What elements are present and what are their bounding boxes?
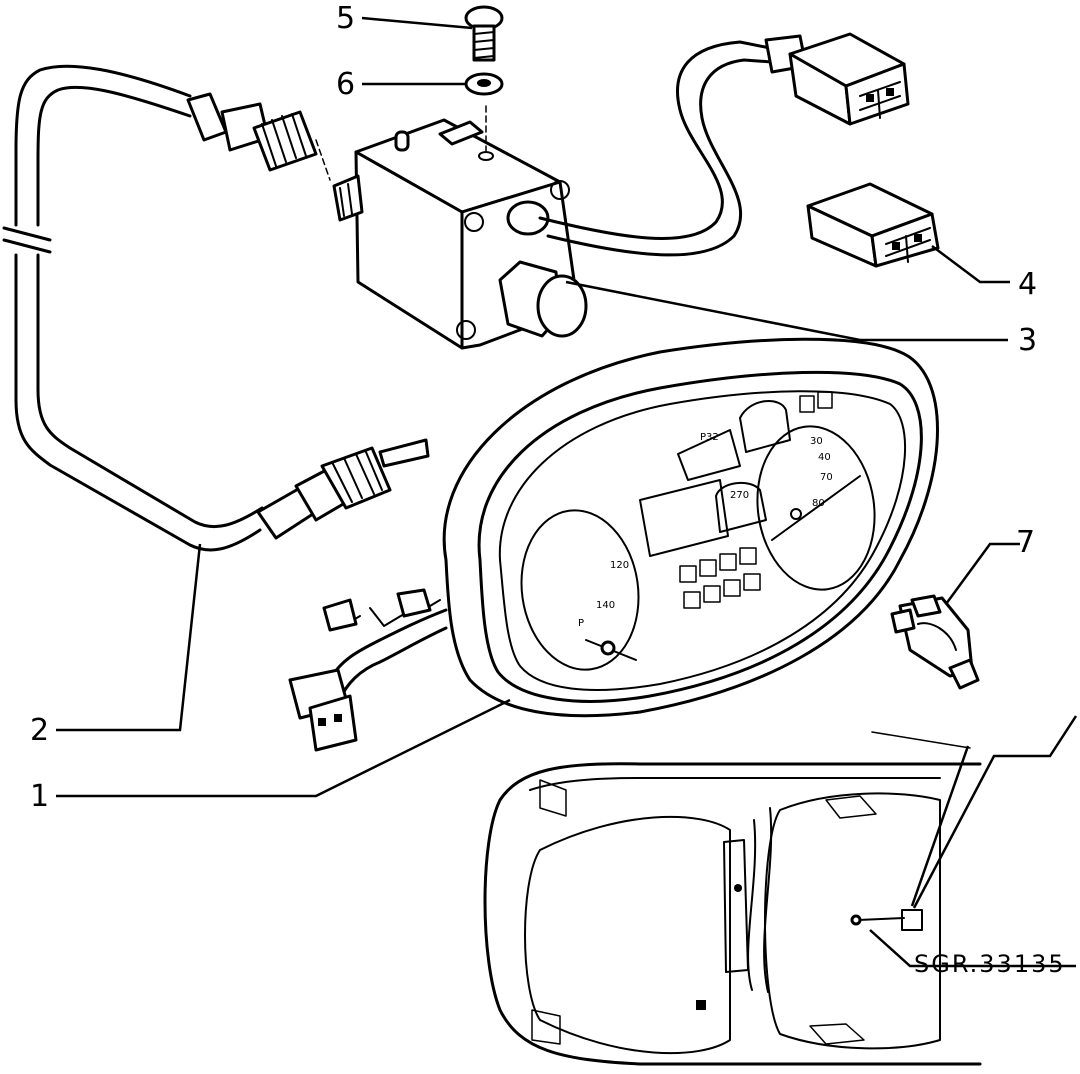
leader-3 [565,280,1008,342]
part-7-bulb-holder [890,594,980,690]
leader-7-location [912,715,1078,909]
callout-3: 3 [1018,323,1037,358]
vehicle-location-view [483,731,982,1066]
part-5-screw [464,5,504,62]
leader-1 [56,698,511,798]
cluster-harness [288,588,448,752]
callout-labels: 5 6 4 3 7 2 1 SGR.33135 [30,1,1066,978]
tacho-mark-d: 80 [812,498,825,509]
callout-2: 2 [30,713,49,748]
speedo-mark-c: P [578,618,584,629]
callout-5: 5 [336,1,355,36]
reference-code: SGR.33135 [914,950,1066,978]
speedo-mark-b: 140 [596,600,615,611]
callout-7: 7 [1016,525,1035,560]
speedo-mark-a: 120 [610,560,629,571]
temp-gauge-label: 270 [730,490,749,501]
leader-5 [361,16,473,30]
part-6-washer [464,72,504,96]
leader-reference [869,929,1076,968]
warning-lamps [679,547,761,609]
sender-harness [538,34,808,257]
part-4-connector-upper [788,32,910,126]
tacho-mark-a: 30 [810,436,823,447]
leader-2 [56,543,202,732]
tacho-mark-c: 70 [820,472,833,483]
part-2-speedometer-cable [2,64,430,552]
callout-6: 6 [336,67,355,102]
callout-1: 1 [30,779,49,814]
part-1-instrument-cluster: P32 270 120 140 P 30 40 70 80 [442,337,939,718]
leader-7 [944,542,1020,605]
leaders [56,16,1078,968]
callout-4: 4 [1018,267,1037,302]
leader-4 [931,245,1010,284]
fuel-gauge-label: P32 [700,432,719,443]
tacho-mark-b: 40 [818,452,831,463]
part-3-sender-unit [332,103,588,350]
part-4-connector-lower [806,182,940,268]
